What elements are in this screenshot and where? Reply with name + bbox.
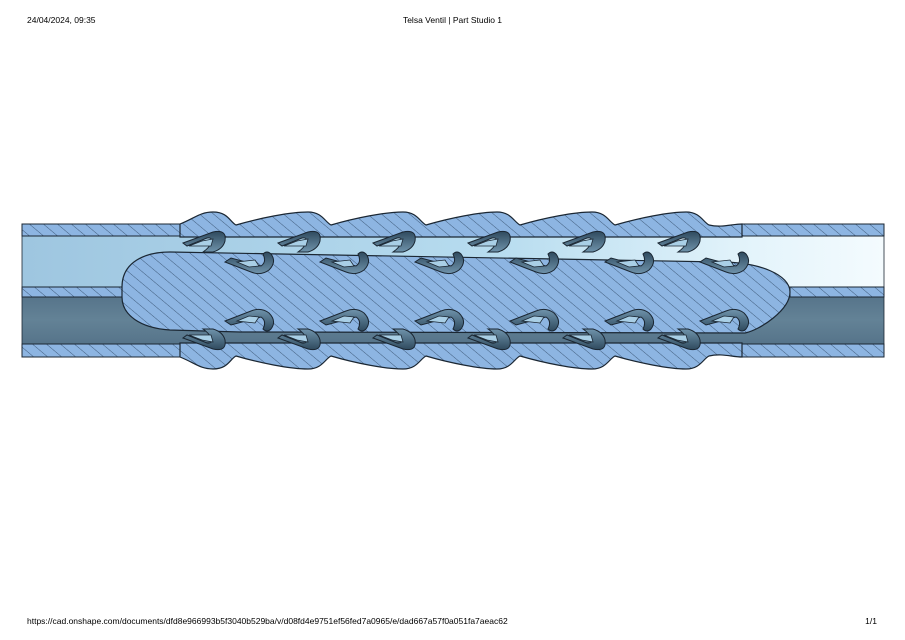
middle-wall-right (789, 286, 885, 298)
bottom-wall-right (739, 343, 885, 358)
bottom-wall-left (21, 343, 183, 358)
document-title: Telsa Ventil | Part Studio 1 (402, 15, 503, 25)
document-url: https://cad.onshape.com/documents/dfd8e9… (27, 616, 508, 626)
valve-body-bottom (179, 342, 743, 370)
middle-wall-left (21, 286, 123, 298)
page-number: 1/1 (865, 616, 877, 626)
top-wall-right (739, 223, 885, 237)
print-timestamp: 24/04/2024, 09:35 (27, 15, 96, 25)
top-wall-left (21, 223, 183, 237)
valve-core (121, 251, 791, 334)
valve-body-top (179, 211, 743, 238)
